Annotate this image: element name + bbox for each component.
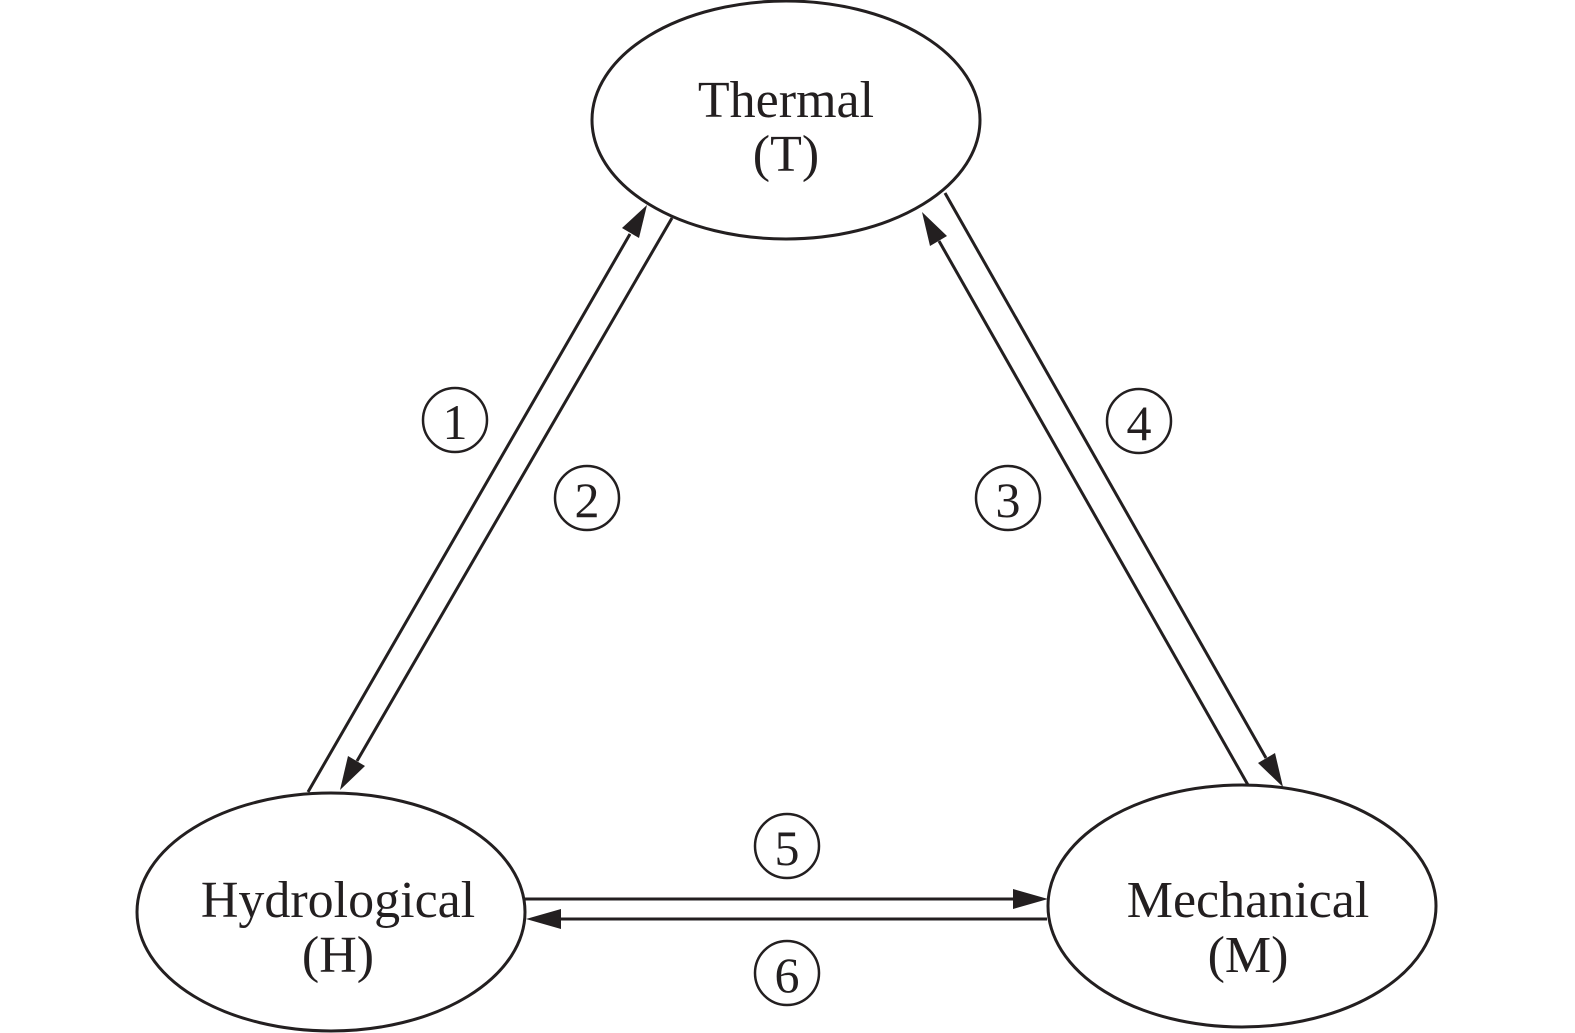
edge-2-badge-circle xyxy=(553,464,621,532)
edge-2-line xyxy=(355,217,674,762)
edge-3-badge-number: 3 xyxy=(996,472,1021,528)
edge-4-arrowhead xyxy=(1258,753,1283,787)
edge-2-badge: 2 xyxy=(553,464,621,532)
edge-5-badge: 5 xyxy=(753,812,821,880)
edge-3-line xyxy=(937,240,1250,786)
node-hydrological-ellipse xyxy=(135,791,527,1033)
node-thermal-abbr: (T) xyxy=(753,126,819,183)
edge-3-m-to-t xyxy=(922,212,1250,786)
node-thermal-ellipse xyxy=(590,0,982,241)
node-mechanical-ellipse xyxy=(1046,783,1438,1029)
edges xyxy=(306,192,1283,929)
edge-1-line xyxy=(306,233,632,793)
edge-2-badge-number: 2 xyxy=(575,472,600,528)
edge-4-line xyxy=(943,192,1268,759)
edge-6-badge-number: 6 xyxy=(775,947,800,1003)
edge-3-badge-circle xyxy=(974,464,1042,532)
edge-6-arrowhead xyxy=(526,909,561,929)
edge-1-badge-number: 1 xyxy=(443,394,468,450)
edge-5-arrowhead xyxy=(1013,889,1048,909)
edge-1-arrowhead xyxy=(622,205,647,238)
node-thermal: Thermal (T) xyxy=(590,0,982,241)
node-hydrological-abbr: (H) xyxy=(302,927,374,984)
node-thermal-name: Thermal xyxy=(698,72,874,129)
node-mechanical: Mechanical (M) xyxy=(1046,783,1438,1029)
node-mechanical-name: Mechanical xyxy=(1127,872,1370,929)
edge-3-arrowhead xyxy=(922,212,947,246)
edge-5-badge-number: 5 xyxy=(775,820,800,876)
edge-2-arrowhead xyxy=(340,756,365,790)
edge-badges: 1 2 3 4 5 6 xyxy=(421,386,1173,1007)
edge-4-badge: 4 xyxy=(1105,387,1173,455)
edge-6-badge-circle xyxy=(753,939,821,1007)
edge-1-badge-circle xyxy=(421,386,489,454)
edge-3-badge: 3 xyxy=(974,464,1042,532)
edge-5-badge-circle xyxy=(753,812,821,880)
edge-4-t-to-m xyxy=(943,192,1283,787)
edge-4-badge-circle xyxy=(1105,387,1173,455)
edge-1-h-to-t xyxy=(306,205,647,793)
node-mechanical-abbr: (M) xyxy=(1208,927,1289,984)
node-hydrological-name: Hydrological xyxy=(201,872,475,929)
edge-6-badge: 6 xyxy=(753,939,821,1007)
edge-6-m-to-h xyxy=(526,909,1047,929)
node-hydrological: Hydrological (H) xyxy=(135,791,527,1033)
edge-2-t-to-h xyxy=(340,217,674,790)
edge-4-badge-number: 4 xyxy=(1127,395,1152,451)
edge-1-badge: 1 xyxy=(421,386,489,454)
edge-5-h-to-m xyxy=(524,889,1048,909)
